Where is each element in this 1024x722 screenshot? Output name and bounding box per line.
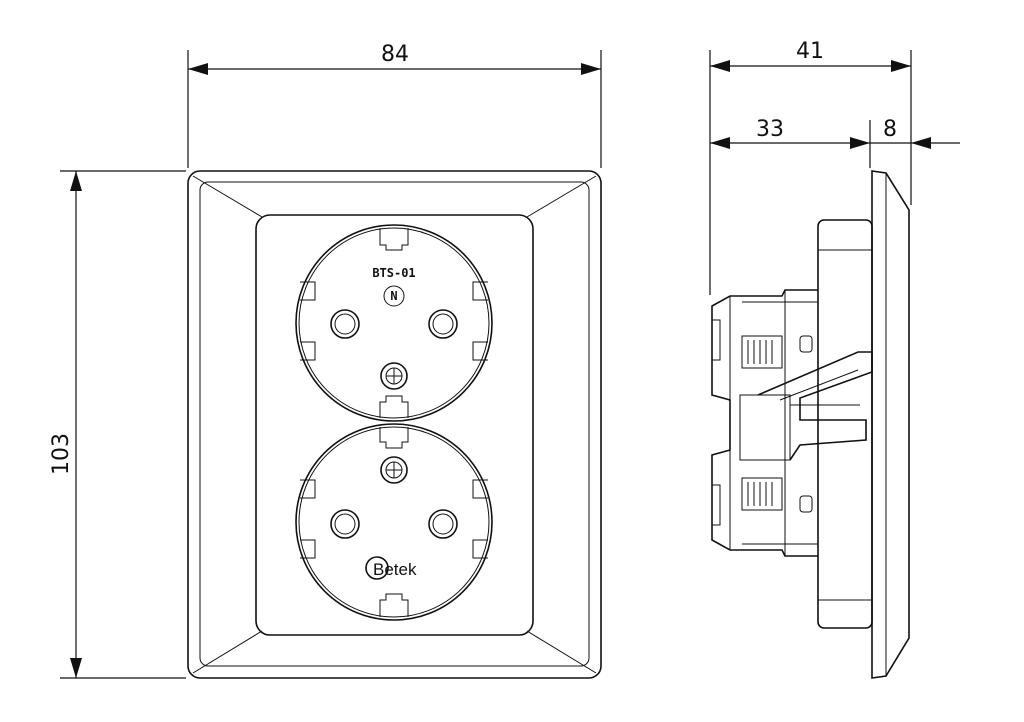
dimension-side-total-depth: 41 xyxy=(709,39,912,295)
neutral-marker-label: N xyxy=(390,289,397,303)
side-view xyxy=(711,170,910,679)
pin-hole-icon xyxy=(330,309,360,339)
neutral-marker-icon xyxy=(383,285,405,307)
dimension-side-frame-depth: 8 xyxy=(870,117,960,149)
dimension-label: 103 xyxy=(49,433,74,475)
pin-hole-icon xyxy=(428,309,458,339)
brand-logo-icon xyxy=(365,556,389,580)
side-front-plate xyxy=(871,170,910,679)
dimension-front-height: 103 xyxy=(49,170,186,679)
side-body xyxy=(711,289,818,557)
dimension-side-body-depth: 33 xyxy=(710,117,871,168)
front-view: BTS-01 N Betek xyxy=(187,170,602,679)
upper-socket: BTS-01 N xyxy=(295,224,493,422)
dimension-label: 41 xyxy=(796,39,824,64)
front-outer-frame xyxy=(187,170,602,679)
dimension-label: 8 xyxy=(883,117,897,142)
screw-icon xyxy=(380,362,408,390)
dimension-front-width: 84 xyxy=(187,42,602,168)
brand-label: Betek xyxy=(373,560,417,579)
front-inner-panel xyxy=(255,214,534,636)
pin-hole-icon xyxy=(330,509,360,539)
pin-hole-icon xyxy=(428,509,458,539)
lower-socket: Betek xyxy=(295,423,493,621)
model-label: BTS-01 xyxy=(372,266,415,280)
screw-icon xyxy=(380,456,408,484)
dimension-label: 33 xyxy=(756,117,784,142)
dimension-label: 84 xyxy=(381,42,409,67)
side-mounting-frame xyxy=(817,219,873,629)
